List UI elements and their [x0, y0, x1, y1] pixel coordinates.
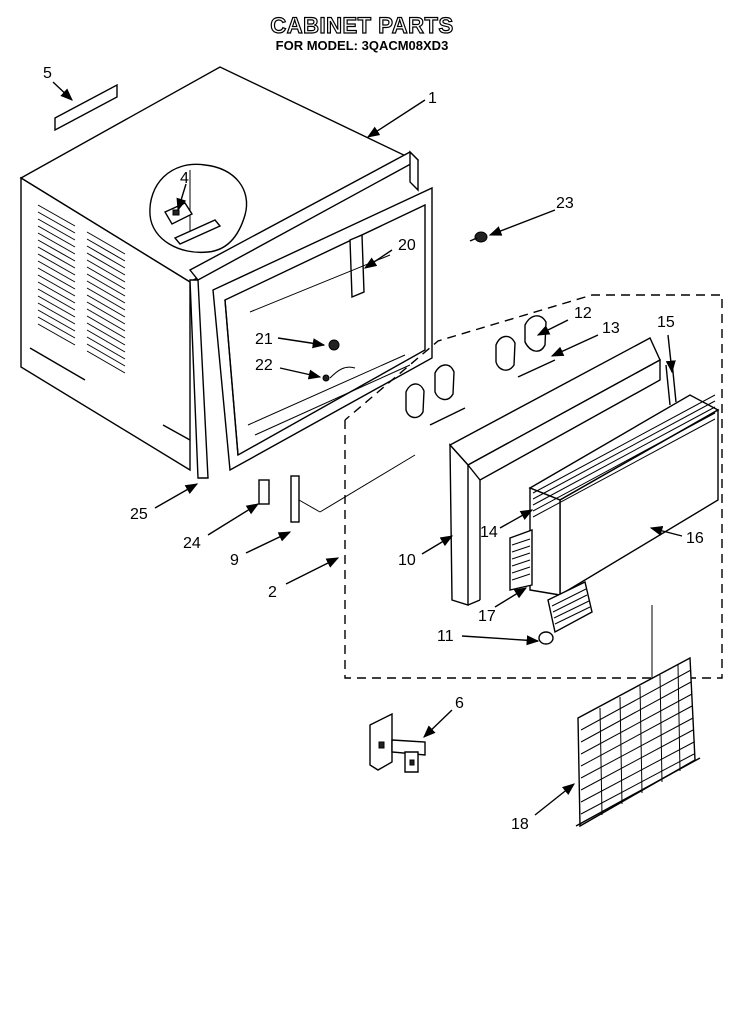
callout-4: 4 — [180, 170, 189, 187]
front-panel-assembly-boundary — [344, 294, 723, 679]
front-grille-body — [528, 361, 720, 597]
callout-16: 16 — [686, 530, 704, 547]
leader-connector — [298, 499, 321, 513]
callout-10: 10 — [398, 552, 416, 569]
diagram-subtitle: FOR MODEL: 3QACM08XD3 — [276, 38, 449, 53]
cabinet-front-flange — [188, 150, 420, 479]
label-plate — [54, 83, 118, 132]
callout-15: 15 — [657, 314, 675, 331]
leader-arrows — [52, 81, 683, 816]
callout-18: 18 — [511, 816, 529, 833]
callout-1: 1 — [428, 90, 437, 107]
callout-20: 20 — [398, 237, 416, 254]
callout-5: 5 — [43, 65, 52, 82]
callout-12: 12 — [574, 305, 592, 322]
front-panel — [448, 337, 661, 606]
callout-23: 23 — [556, 195, 574, 212]
leader-connector-2 — [319, 454, 416, 513]
louver-12-part — [495, 315, 556, 378]
callout-21: 21 — [255, 331, 273, 348]
side-bracket-part — [290, 475, 300, 523]
mounting-bracket-6 — [369, 712, 426, 773]
callout-11: 11 — [437, 628, 454, 645]
callout-25: 25 — [130, 506, 148, 523]
callout-6: 6 — [455, 695, 464, 712]
vent-insert-part — [509, 529, 533, 591]
access-door-part — [538, 580, 593, 645]
air-filter-part — [575, 605, 701, 828]
louver-13-part — [405, 364, 466, 426]
diagram-title: CABINET PARTS — [270, 13, 453, 38]
callout-14: 14 — [480, 524, 498, 541]
callout-24: 24 — [183, 535, 201, 552]
gasket-strip-part — [258, 479, 270, 505]
cabinet-outer-case — [19, 66, 412, 472]
callout-9: 9 — [230, 552, 239, 569]
callout-13: 13 — [602, 320, 620, 337]
callout-17: 17 — [478, 608, 496, 625]
screw-part — [328, 339, 340, 351]
callout-2: 2 — [268, 584, 277, 601]
callout-22: 22 — [255, 357, 273, 374]
screw-23-part — [469, 231, 488, 243]
wire-clip-part — [322, 366, 356, 382]
